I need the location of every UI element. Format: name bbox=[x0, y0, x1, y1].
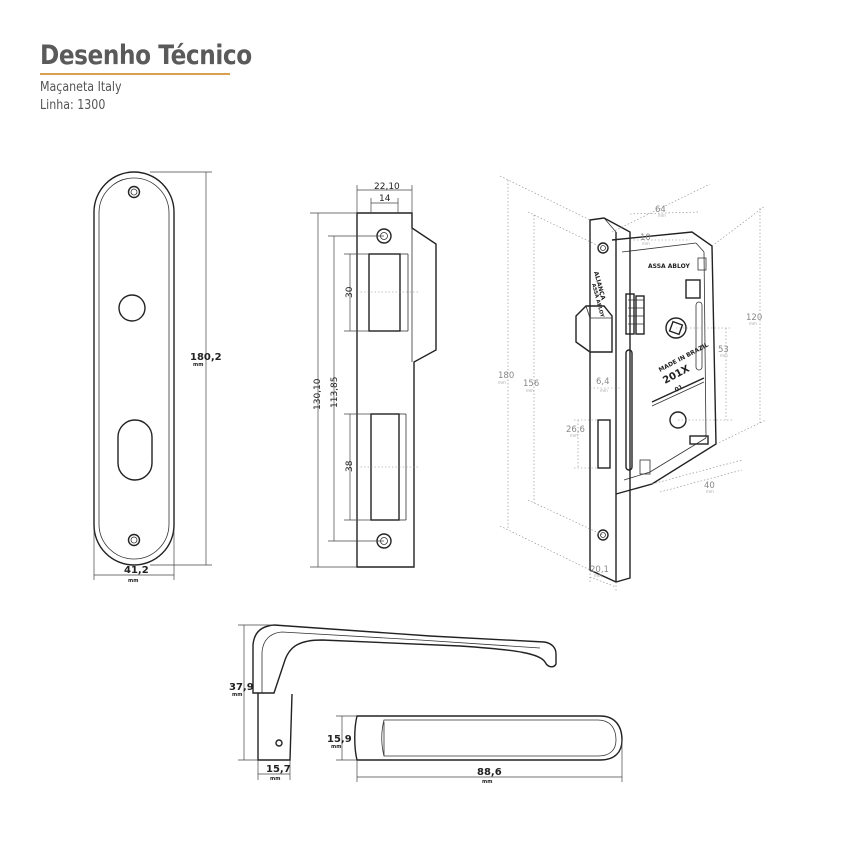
case-springs bbox=[625, 293, 645, 335]
case-part-b bbox=[697, 257, 707, 271]
case-brand: ASSA ABLOY bbox=[648, 263, 690, 270]
lock-height-label: 120 bbox=[746, 313, 762, 323]
lock-bolt-label: 26,6 bbox=[566, 425, 585, 435]
lever-length-label: 88,6 bbox=[477, 767, 502, 778]
lever-thickness-unit: mm bbox=[331, 744, 341, 750]
strike-lower-slot-label: 38 bbox=[345, 460, 355, 472]
lock-front-height-label: 180 bbox=[498, 371, 514, 381]
lock-depth-lower-label: 40 bbox=[704, 481, 715, 491]
svg-text:mm: mm bbox=[498, 380, 506, 385]
rosette-key-hole bbox=[117, 419, 153, 481]
rosette-width-unit: mm bbox=[128, 578, 138, 584]
drawing-title: Desenho Técnico bbox=[40, 40, 252, 71]
svg-text:mm: mm bbox=[600, 388, 608, 393]
rosette-top-screw-hole bbox=[127, 185, 141, 199]
case-slot-left bbox=[625, 349, 633, 471]
lock-latch bbox=[575, 305, 613, 353]
rosette-top-screw-inner bbox=[130, 188, 138, 196]
lever-neck-unit: mm bbox=[270, 776, 280, 782]
case-part-a bbox=[685, 279, 701, 299]
lock-body-view: ALIANÇA ASSA ABLOY ASSA ABLOY MADE IN BR… bbox=[498, 175, 767, 592]
faceplate-top-screw-hole bbox=[597, 242, 609, 254]
lock-dimensions: 180 mm 156 mm 64 mm 10 mm 120 mm 53 mm bbox=[498, 175, 767, 592]
lever-top-outline bbox=[354, 715, 623, 761]
rosette-outline bbox=[93, 171, 175, 566]
lock-spacing-label: 53 bbox=[718, 345, 729, 355]
follower-square-hole bbox=[668, 320, 684, 336]
lever-screw-hole bbox=[275, 739, 283, 747]
lock-front-width-label: 20,1 bbox=[590, 565, 609, 575]
strike-upper-slot bbox=[368, 253, 401, 332]
lever-height-unit: mm bbox=[232, 692, 242, 698]
svg-text:mm: mm bbox=[594, 573, 602, 578]
rosette-spindle-hole bbox=[118, 294, 146, 322]
lock-screw-spacing-label: 156 bbox=[523, 379, 539, 389]
strike-hole-spacing-label: 113,85 bbox=[330, 377, 340, 409]
strike-total-height-label: 130,10 bbox=[313, 378, 323, 410]
strike-inner-width-label: 14 bbox=[379, 194, 391, 204]
svg-text:mm: mm bbox=[749, 321, 757, 326]
product-name: Maçaneta Italy bbox=[40, 79, 122, 95]
case-slot-right bbox=[695, 301, 703, 371]
rosette-width-label: 41,2 bbox=[124, 565, 149, 576]
rosette-view: 180,2 mm 41,2 mm bbox=[93, 171, 222, 584]
lever-side-view: 37,9 mm 15,7 mm bbox=[229, 624, 557, 782]
svg-text:mm: mm bbox=[526, 388, 534, 393]
case-part-c bbox=[689, 435, 709, 445]
svg-text:mm: mm bbox=[658, 213, 666, 218]
lock-deadbolt bbox=[597, 419, 611, 469]
rosette-height-unit: mm bbox=[193, 362, 203, 368]
lever-top-view: 15,9 mm 88,6 mm bbox=[327, 715, 623, 785]
strike-plate-view: 22,10 14 130,10 113,85 30 38 bbox=[310, 182, 437, 568]
strike-plate-outline bbox=[356, 212, 437, 568]
svg-text:mm: mm bbox=[706, 489, 714, 494]
lock-depth-label: 64 bbox=[655, 205, 666, 215]
lever-thickness-label: 15,9 bbox=[327, 734, 352, 745]
strike-width-label: 22,10 bbox=[374, 182, 400, 192]
lock-follower bbox=[665, 317, 687, 339]
faceplate-bottom-screw-hole bbox=[597, 529, 609, 541]
lock-case-outline bbox=[611, 231, 717, 495]
svg-text:mm: mm bbox=[720, 353, 728, 358]
rosette-bottom-screw-inner bbox=[130, 536, 138, 544]
case-code: 01 bbox=[674, 384, 685, 394]
lever-length-unit: mm bbox=[482, 779, 492, 785]
svg-text:mm: mm bbox=[642, 241, 650, 246]
lever-handle-outline bbox=[252, 624, 557, 694]
case-lever-bar bbox=[651, 377, 705, 403]
rosette-inner-outline bbox=[98, 177, 170, 560]
case-part-d bbox=[639, 459, 651, 475]
title-underline bbox=[40, 73, 230, 75]
rosette-bottom-screw-hole bbox=[127, 533, 141, 547]
product-line: Linha: 1300 bbox=[40, 97, 106, 113]
lock-backset-label: 10 bbox=[640, 233, 651, 243]
lever-neck bbox=[257, 693, 293, 761]
svg-text:mm: mm bbox=[570, 433, 578, 438]
drawing-header: Desenho Técnico Maçaneta Italy Linha: 13… bbox=[40, 40, 286, 115]
lever-neck-label: 15,7 bbox=[266, 764, 291, 775]
lever-height-label: 37,9 bbox=[229, 682, 254, 693]
strike-upper-slot-label: 30 bbox=[345, 286, 355, 298]
rosette-height-label: 180,2 bbox=[190, 352, 222, 363]
lock-latch-label: 6,4 bbox=[596, 377, 610, 387]
